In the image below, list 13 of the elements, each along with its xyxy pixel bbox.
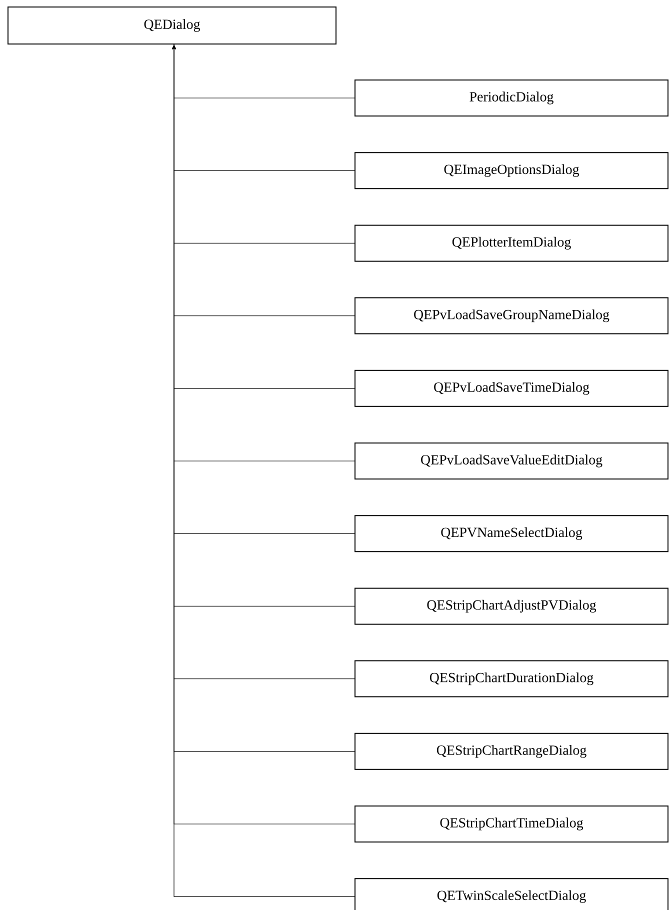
class-box: QEStripChartDurationDialog <box>354 660 668 698</box>
class-box: QEPvLoadSaveTimeDialog <box>354 370 668 407</box>
class-box: QEPlotterItemDialog <box>354 224 668 262</box>
class-box: QEStripChartAdjustPVDialog <box>354 588 668 625</box>
class-box: QETwinScaleSelectDialog <box>354 878 668 910</box>
class-box: QEPVNameSelectDialog <box>354 515 668 552</box>
class-box: QEStripChartRangeDialog <box>354 732 668 770</box>
class-box: QEPvLoadSaveValueEditDialog <box>354 442 668 480</box>
class-box: QEStripChartTimeDialog <box>354 806 668 842</box>
class-box: QEPvLoadSaveGroupNameDialog <box>354 297 668 334</box>
class-box: PeriodicDialog <box>354 80 668 116</box>
class-box: QEDialog <box>8 6 336 44</box>
class-box: QEImageOptionsDialog <box>354 152 668 190</box>
